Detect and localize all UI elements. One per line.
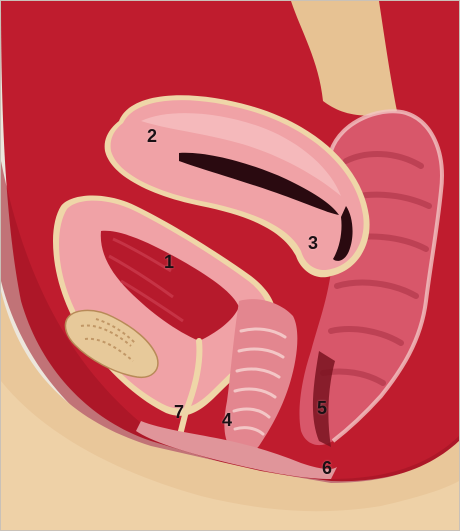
label-2: 2 xyxy=(147,127,157,145)
label-6: 6 xyxy=(322,459,332,477)
label-1: 1 xyxy=(164,253,174,271)
label-5: 5 xyxy=(317,399,327,417)
label-7: 7 xyxy=(174,403,184,421)
label-4: 4 xyxy=(222,411,232,429)
label-3: 3 xyxy=(308,234,318,252)
